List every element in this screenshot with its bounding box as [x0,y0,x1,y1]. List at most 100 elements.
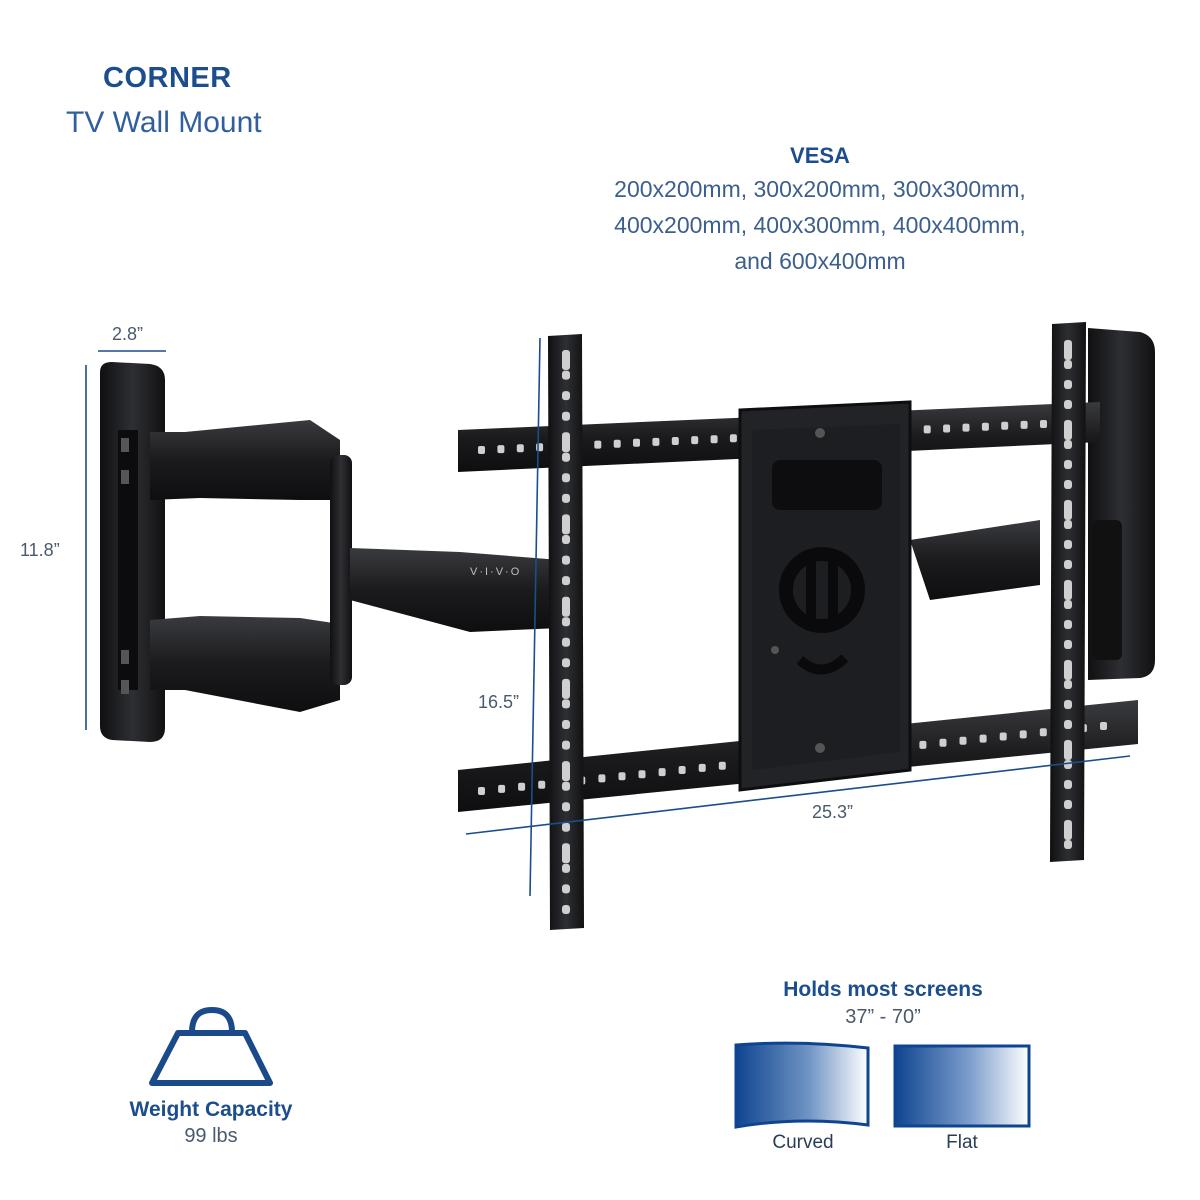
rail-hole [698,763,706,772]
vesa-block: VESA 200x200mm, 300x200mm, 300x300mm, 40… [560,143,1080,279]
upright-slot [1064,740,1072,760]
upright-slot [1064,840,1072,849]
rail-hole [1039,728,1047,737]
vesa-line-1: 200x200mm, 300x200mm, 300x300mm, [614,176,1026,202]
upright-slot [562,658,570,668]
upright-slot [1064,380,1072,389]
center-plate [738,400,912,792]
rail-hole [1100,722,1107,730]
upright-slot [562,699,570,709]
rail-hole [613,439,621,448]
upright-slot [562,596,570,617]
upright-slot [562,432,570,453]
upright-slot [1064,340,1072,360]
upright-slot [1064,780,1072,789]
upright-slot [562,781,570,791]
upright-slot [562,576,570,586]
upright-slot [562,514,570,535]
rail-hole [962,423,970,432]
upright-slot [562,350,570,370]
rail-hole [678,766,686,774]
flat-label: Flat [946,1132,978,1153]
upright-slot [562,370,570,380]
upright-slot [562,473,570,483]
rail-hole [1001,421,1009,430]
product-title: CORNER [103,62,232,94]
rail-hole [478,446,485,454]
upright-slot [1064,580,1072,600]
rail-hole [959,736,967,745]
upright-slot [1064,500,1072,520]
rail-hole [633,438,640,447]
screens-block: Holds most screens 37” - 70” [730,978,1036,1029]
product-subtitle: TV Wall Mount [66,106,262,139]
rail-hole [498,784,506,793]
upright-slot [1064,820,1072,840]
screens-heading: Holds most screens [783,978,983,1001]
rail-hole [923,425,931,434]
right-bracket [1088,328,1155,680]
rail-hole [919,740,927,749]
upright-slot [1064,640,1072,649]
dimension-depth: 2.8” [112,324,144,344]
rail-hole [979,734,987,743]
upright-slot [562,863,570,873]
upright-slot [562,905,570,914]
weight-block: Weight Capacity 99 lbs [100,1098,322,1148]
upright-slot [1064,420,1072,440]
upright-slot [1064,800,1072,809]
rail-hole [718,761,726,770]
upright-slot [562,761,570,782]
rail-hole [652,437,660,446]
upright-slot [562,884,570,894]
upright-slot [1064,760,1072,769]
upright-slot [1064,720,1072,729]
rail-hole [981,422,989,431]
rail-hole [943,424,951,433]
rail-hole [691,436,699,445]
upright-slot [562,678,570,699]
upright-slot [562,555,570,565]
upright-slot [1064,400,1072,409]
weight-label: Weight Capacity [129,1098,293,1121]
rail-hole [671,437,679,445]
rail-hole [594,440,602,449]
weight-value: 99 lbs [184,1125,238,1147]
upright-slot [1064,440,1072,449]
curved-label: Curved [772,1132,834,1153]
rail-hole [516,444,524,453]
rail-hole [939,738,947,747]
rail-hole [999,732,1007,741]
rail-hole [538,780,546,789]
upright-slot [1064,540,1072,549]
upright-slot [562,617,570,627]
flat-screen-icon [893,1044,1031,1128]
brand-label: V·I·V·O [470,566,522,578]
upright-slot [1064,600,1072,609]
upright-slot [562,843,570,864]
vesa-line-3: and 600x400mm [734,248,906,274]
dimension-plate-width: 25.3” [812,802,854,822]
upright-slot [1064,660,1072,680]
dimension-height: 11.8” [20,540,60,560]
rail-hole [729,434,737,443]
weight-icon [149,1006,273,1086]
articulating-arms [150,420,1040,712]
upright-slot [562,802,570,812]
upright-slot [562,535,570,544]
rail-hole [658,768,666,777]
rail-hole [638,770,646,779]
upright-slot [562,822,570,832]
upright-slot [562,720,570,729]
rail-hole [1040,420,1047,428]
upright-slot [1064,360,1072,369]
rail-hole [478,787,485,795]
dimension-lines [85,337,1131,897]
rail-hole [1019,730,1027,739]
upright-slot [1064,680,1072,689]
upright-slot [1064,560,1072,569]
screens-range: 37” - 70” [845,1006,921,1028]
rail-hole [618,772,626,781]
upright-slot [1064,520,1072,529]
